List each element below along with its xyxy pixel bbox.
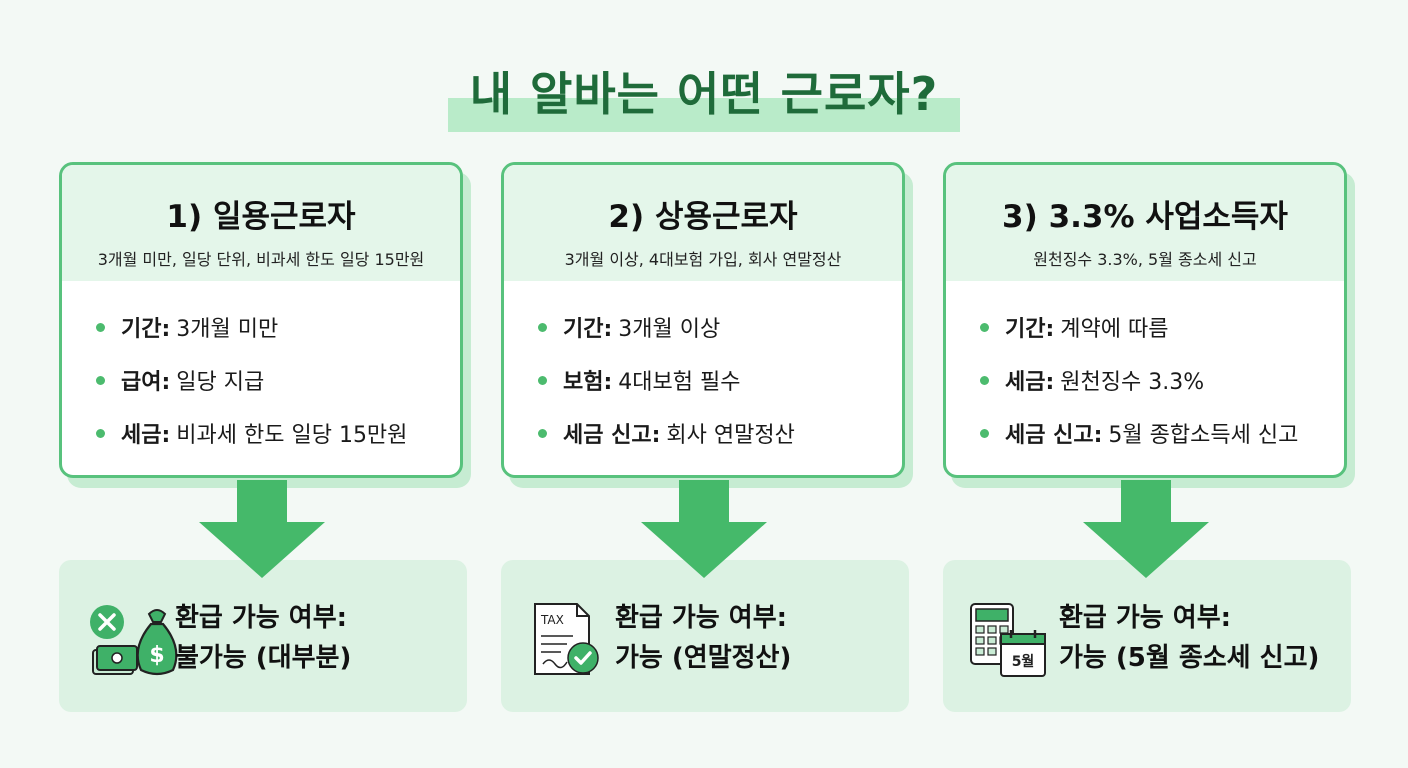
result-label: 환급 가능 여부: — [1059, 603, 1232, 633]
result-label: 환급 가능 여부: — [615, 603, 788, 633]
result-box-business: 5월 환급 가능 여부: 가능 (5월 종소세 신고) — [943, 560, 1351, 712]
list-item: 세금 신고:5월 종합소득세 신고 — [980, 417, 1344, 449]
card-subtitle: 원천징수 3.3%, 5월 종소세 신고 — [1033, 250, 1257, 269]
bullet-icon — [96, 375, 105, 385]
result-text: 환급 가능 여부: 가능 (연말정산) — [615, 598, 791, 678]
title-wrap: 내 알바는 어떤 근로자? — [0, 52, 1408, 132]
list-item: 기간:3개월 미만 — [96, 311, 460, 343]
calendar-month-label: 5월 — [1012, 653, 1035, 670]
down-arrow-icon — [1083, 480, 1209, 578]
item-value: 4대보험 필수 — [618, 370, 741, 395]
item-value: 회사 연말정산 — [666, 423, 795, 448]
card-header: 1) 일용근로자 3개월 미만, 일당 단위, 비과세 한도 일당 15만원 — [62, 165, 460, 281]
card-body: 기간:3개월 이상 보험:4대보험 필수 세금 신고:회사 연말정산 — [504, 281, 902, 449]
item-label: 기간: — [563, 317, 613, 342]
card-subtitle: 3개월 이상, 4대보험 가입, 회사 연말정산 — [564, 250, 842, 269]
bullet-icon — [980, 322, 989, 332]
bullet-icon — [538, 322, 547, 332]
result-value: 가능 (연말정산) — [615, 643, 792, 673]
bullet-icon — [980, 375, 989, 385]
card-header: 3) 3.3% 사업소득자 원천징수 3.3%, 5월 종소세 신고 — [946, 165, 1344, 281]
card-title: 2) 상용근로자 — [608, 199, 798, 235]
result-value: 가능 (5월 종소세 신고) — [1059, 643, 1320, 673]
item-label: 세금 신고: — [1005, 423, 1103, 448]
bullet-icon — [96, 428, 105, 438]
card-business-income: 3) 3.3% 사업소득자 원천징수 3.3%, 5월 종소세 신고 기간:계약… — [943, 162, 1347, 478]
item-value: 3개월 미만 — [176, 317, 279, 342]
down-arrow-icon — [641, 480, 767, 578]
list-item: 세금 신고:회사 연말정산 — [538, 417, 902, 449]
result-text: 환급 가능 여부: 가능 (5월 종소세 신고) — [1059, 598, 1319, 678]
result-box-regular: TAX 환급 가능 여부: 가능 (연말정산) — [501, 560, 909, 712]
tax-document-check-icon: TAX — [534, 603, 599, 675]
money-bag-x-icon: $ — [90, 605, 178, 676]
item-label: 기간: — [121, 317, 171, 342]
card-daily-worker: 1) 일용근로자 3개월 미만, 일당 단위, 비과세 한도 일당 15만원 기… — [59, 162, 463, 478]
result-label: 환급 가능 여부: — [175, 603, 348, 633]
item-value: 3개월 이상 — [618, 317, 721, 342]
list-item: 기간:계약에 따름 — [980, 311, 1344, 343]
card-title: 1) 일용근로자 — [166, 199, 356, 235]
card-subtitle: 3개월 미만, 일당 단위, 비과세 한도 일당 15만원 — [97, 250, 425, 269]
list-item: 세금:비과세 한도 일당 15만원 — [96, 417, 460, 449]
result-box-daily: $ 환급 가능 여부: 불가능 (대부분) — [59, 560, 467, 712]
svg-text:$: $ — [149, 643, 164, 668]
list-item: 기간:3개월 이상 — [538, 311, 902, 343]
card-body: 기간:계약에 따름 세금:원천징수 3.3% 세금 신고:5월 종합소득세 신고 — [946, 281, 1344, 449]
item-label: 세금 신고: — [563, 423, 661, 448]
item-value: 5월 종합소득세 신고 — [1108, 423, 1299, 448]
list-item: 세금:원천징수 3.3% — [980, 364, 1344, 396]
card-title: 3) 3.3% 사업소득자 — [1002, 199, 1288, 235]
calculator-calendar-icon: 5월 — [970, 603, 1046, 677]
bullet-icon — [980, 428, 989, 438]
bullet-icon — [538, 428, 547, 438]
item-label: 세금: — [121, 423, 171, 448]
list-item: 보험:4대보험 필수 — [538, 364, 902, 396]
item-label: 기간: — [1005, 317, 1055, 342]
item-value: 비과세 한도 일당 15만원 — [176, 423, 408, 448]
item-value: 일당 지급 — [176, 370, 265, 395]
card-regular-worker: 2) 상용근로자 3개월 이상, 4대보험 가입, 회사 연말정산 기간:3개월… — [501, 162, 905, 478]
bullet-icon — [96, 322, 105, 332]
bullet-icon — [538, 375, 547, 385]
down-arrow-icon — [199, 480, 325, 578]
result-value: 불가능 (대부분) — [175, 643, 352, 673]
item-label: 급여: — [121, 370, 171, 395]
item-value: 계약에 따름 — [1060, 317, 1169, 342]
item-label: 세금: — [1005, 370, 1055, 395]
card-body: 기간:3개월 미만 급여:일당 지급 세금:비과세 한도 일당 15만원 — [62, 281, 460, 449]
result-text: 환급 가능 여부: 불가능 (대부분) — [175, 598, 351, 678]
list-item: 급여:일당 지급 — [96, 364, 460, 396]
page-title: 내 알바는 어떤 근로자? — [447, 52, 961, 132]
item-value: 원천징수 3.3% — [1060, 370, 1205, 395]
tax-label: TAX — [540, 613, 564, 627]
card-header: 2) 상용근로자 3개월 이상, 4대보험 가입, 회사 연말정산 — [504, 165, 902, 281]
item-label: 보험: — [563, 370, 613, 395]
